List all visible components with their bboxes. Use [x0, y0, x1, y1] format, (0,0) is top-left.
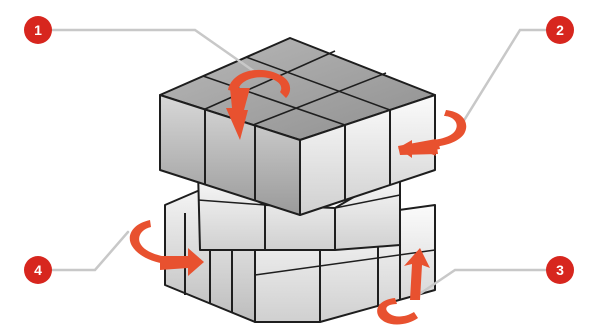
callout-4-label: 4 — [34, 262, 42, 278]
callout-1: 1 — [24, 16, 52, 44]
callout-2-label: 2 — [556, 22, 564, 38]
callout-2: 2 — [546, 16, 574, 44]
leader-line-3 — [418, 270, 548, 295]
callout-3-label: 3 — [556, 262, 564, 278]
callout-3: 3 — [546, 256, 574, 284]
callout-4: 4 — [24, 256, 52, 284]
leader-line-2 — [455, 30, 548, 135]
leader-line-4 — [50, 232, 128, 270]
leader-line-1 — [50, 30, 255, 72]
callout-1-label: 1 — [34, 22, 42, 38]
